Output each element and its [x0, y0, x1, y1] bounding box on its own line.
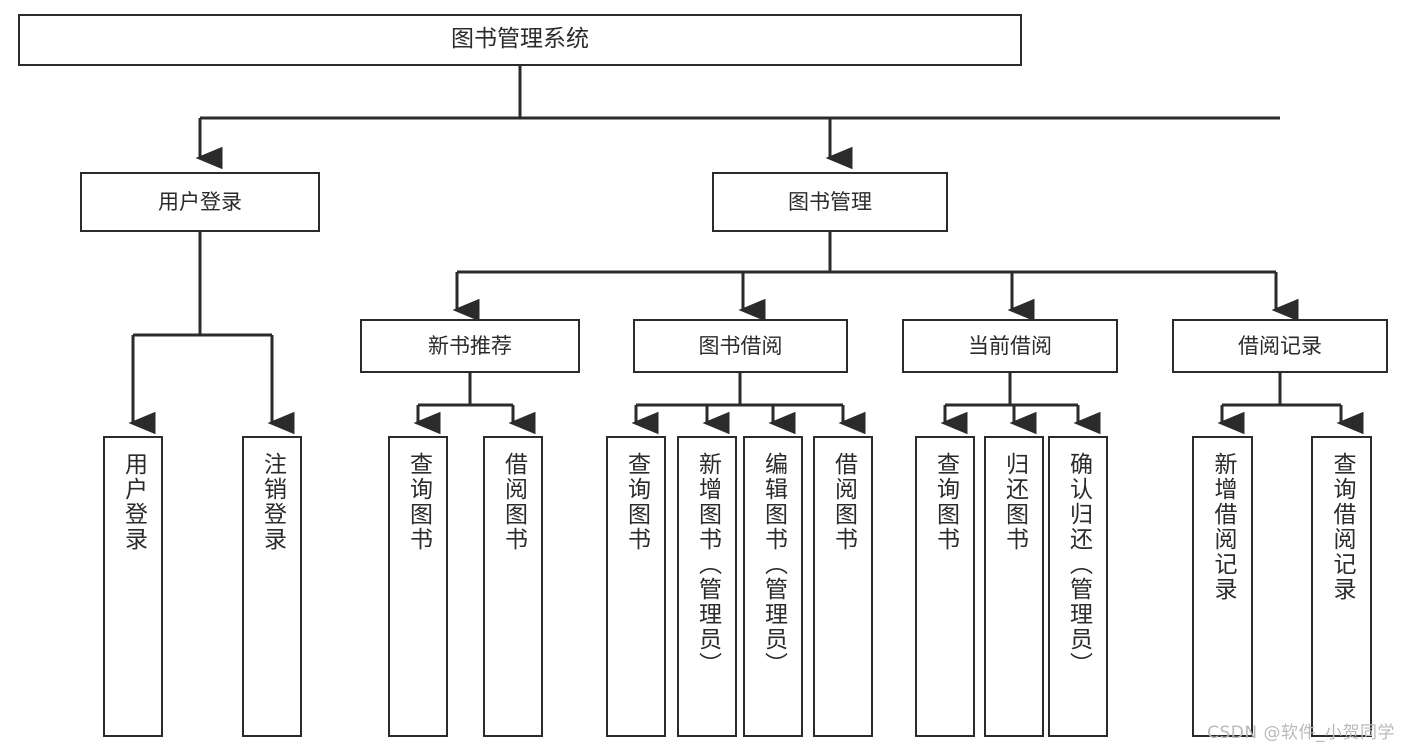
- node-leaf-newbook-borrow[interactable]: 借阅图书: [483, 436, 543, 737]
- node-leaf-current-query[interactable]: 查询图书: [915, 436, 975, 737]
- node-leaf-current-query-label: 查询图书: [932, 452, 959, 552]
- node-leaf-borrow-query-label: 查询图书: [623, 452, 650, 552]
- node-book-manage[interactable]: 图书管理: [712, 172, 948, 232]
- node-leaf-user-login-label: 用户登录: [120, 452, 147, 552]
- node-leaf-user-login[interactable]: 用户登录: [103, 436, 163, 737]
- node-user-login-label: 用户登录: [158, 189, 242, 214]
- node-leaf-current-return-label: 归还图书: [1001, 452, 1028, 552]
- node-leaf-borrow-edit-label: 编辑图书（管理员）: [760, 452, 787, 677]
- node-leaf-current-confirm-label: 确认归还（管理员）: [1065, 452, 1092, 677]
- node-root-label: 图书管理系统: [451, 26, 589, 53]
- node-leaf-newbook-query-label: 查询图书: [405, 452, 432, 552]
- node-current-borrow-label: 当前借阅: [968, 333, 1052, 358]
- node-book-borrow[interactable]: 图书借阅: [633, 319, 848, 373]
- node-leaf-newbook-query[interactable]: 查询图书: [388, 436, 448, 737]
- node-leaf-user-logout[interactable]: 注销登录: [242, 436, 302, 737]
- node-leaf-newbook-borrow-label: 借阅图书: [500, 452, 527, 552]
- node-borrow-record-label: 借阅记录: [1238, 333, 1322, 358]
- node-leaf-record-query-label: 查询借阅记录: [1329, 452, 1355, 602]
- node-leaf-borrow-do-label: 借阅图书: [830, 452, 857, 552]
- node-root[interactable]: 图书管理系统: [18, 14, 1022, 66]
- node-book-borrow-label: 图书借阅: [698, 333, 783, 358]
- node-new-book-recommend-label: 新书推荐: [428, 333, 512, 358]
- node-current-borrow[interactable]: 当前借阅: [902, 319, 1118, 373]
- node-user-login[interactable]: 用户登录: [80, 172, 320, 232]
- node-new-book-recommend[interactable]: 新书推荐: [360, 319, 580, 373]
- node-leaf-record-add[interactable]: 新增借阅记录: [1192, 436, 1253, 737]
- node-borrow-record[interactable]: 借阅记录: [1172, 319, 1388, 373]
- node-leaf-borrow-edit[interactable]: 编辑图书（管理员）: [743, 436, 803, 737]
- node-leaf-borrow-add-label: 新增图书（管理员）: [694, 452, 721, 677]
- node-leaf-record-query[interactable]: 查询借阅记录: [1311, 436, 1372, 737]
- node-leaf-borrow-add[interactable]: 新增图书（管理员）: [677, 436, 737, 737]
- node-leaf-current-confirm[interactable]: 确认归还（管理员）: [1048, 436, 1108, 737]
- node-book-manage-label: 图书管理: [788, 189, 872, 214]
- node-leaf-borrow-do[interactable]: 借阅图书: [813, 436, 873, 737]
- node-leaf-borrow-query[interactable]: 查询图书: [606, 436, 666, 737]
- node-leaf-current-return[interactable]: 归还图书: [984, 436, 1044, 737]
- node-leaf-user-logout-label: 注销登录: [259, 452, 286, 552]
- node-leaf-record-add-label: 新增借阅记录: [1210, 452, 1236, 602]
